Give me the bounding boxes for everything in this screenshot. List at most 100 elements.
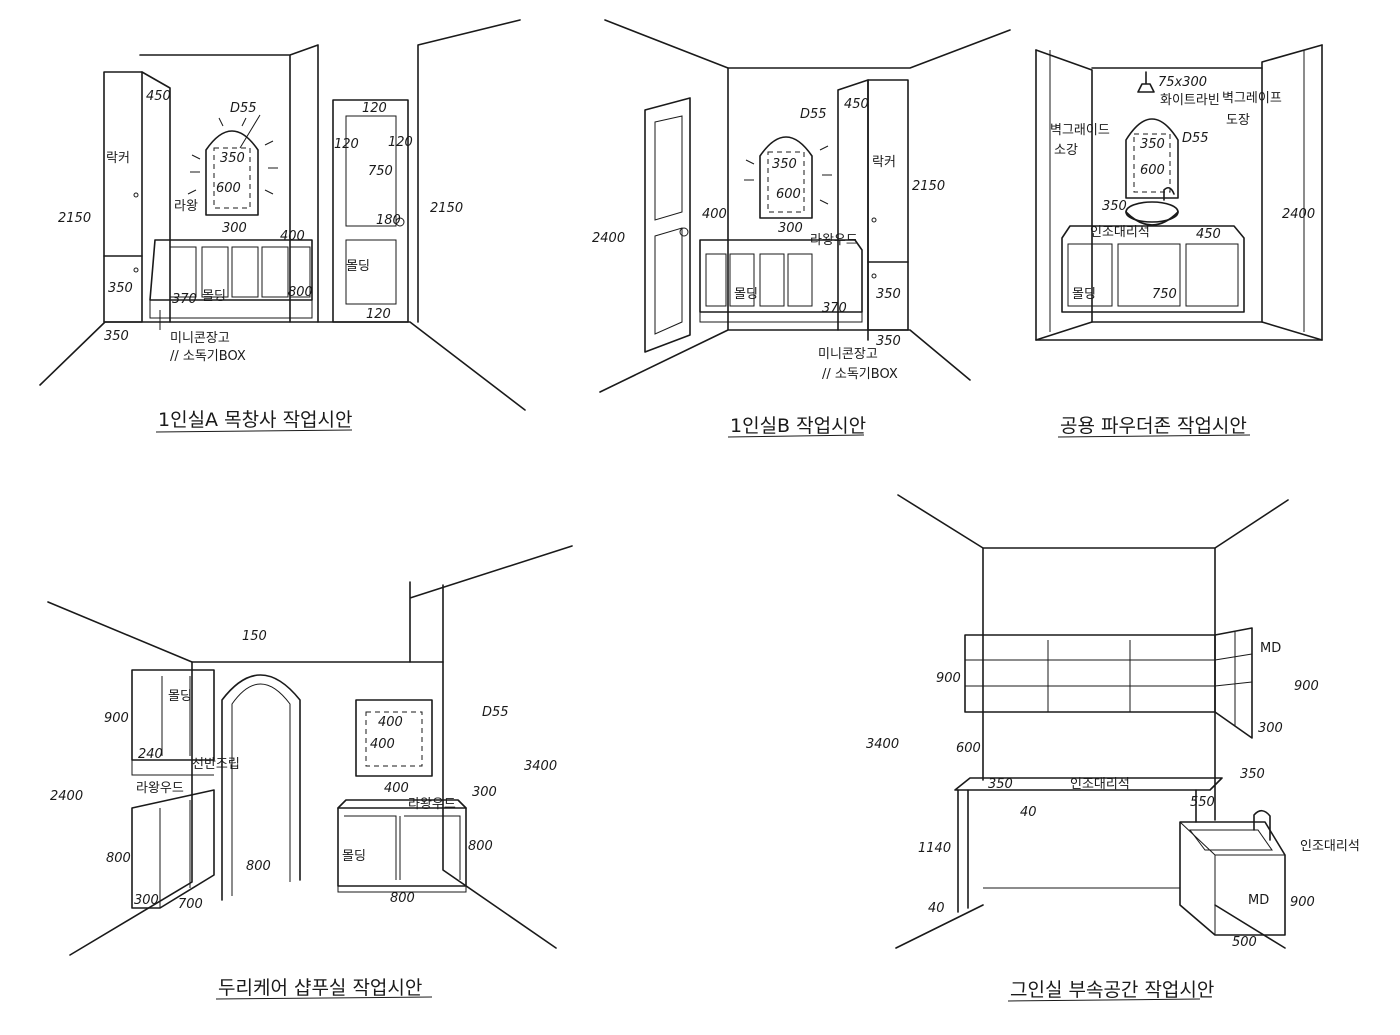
dim-label: 500 (1232, 935, 1257, 950)
dim-label: 3400 (866, 737, 899, 752)
note-label: 라왕 (174, 199, 198, 214)
note-label: 몰딩 (202, 289, 226, 304)
dim-label: D55 (230, 101, 257, 116)
dim-label: 400 (384, 781, 409, 796)
dim-label: 2150 (430, 201, 463, 216)
dim-label: 350 (772, 157, 797, 172)
note-label: 벽그레이프 (1222, 91, 1282, 106)
note-label: 선반조립 (192, 757, 240, 772)
dim-label: 120 (388, 135, 413, 150)
sketch-d: 150 400 400 400 D55 3400 800 800 800 300… (47, 545, 573, 1000)
note-label: 몰딩 (1072, 287, 1096, 302)
dim-label: 800 (468, 839, 493, 854)
note-label: 화이트라빈 (1160, 93, 1220, 108)
dim-label: 350 (108, 281, 133, 296)
dim-label: 350 (876, 287, 901, 302)
sketch-a: D55 350 600 300 450 2150 350 370 800 400… (39, 19, 526, 433)
dim-label: 600 (776, 187, 801, 202)
note-label: 소강 (1054, 143, 1078, 158)
dim-label: 700 (178, 897, 203, 912)
caption: 1인실B 작업시안 (730, 415, 866, 437)
note-label: 몰딩 (342, 849, 366, 864)
dim-label: D55 (482, 705, 509, 720)
sketch-e: MD MD 900 900 300 3400 600 350 350 인조대리석… (866, 494, 1360, 1002)
dim-label: 800 (390, 891, 415, 906)
dim-label: 2150 (58, 211, 91, 226)
dim-label: 2400 (592, 231, 625, 246)
note-label: // 소독기BOX (822, 367, 898, 382)
dim-label: 2400 (1282, 207, 1315, 222)
note-label: 인조대리석 (1090, 225, 1150, 240)
dim-label: 450 (1196, 227, 1221, 242)
caption: 1인실A 목창사 작업시안 (158, 409, 353, 431)
dim-label: 750 (1152, 287, 1177, 302)
caption: 공용 파우더존 작업시안 (1060, 415, 1247, 437)
dim-label: 350 (104, 329, 129, 344)
dim-label: D55 (1182, 131, 1209, 146)
sketch-b: D55 350 600 300 400 450 2400 2150 350 37… (592, 19, 1011, 438)
caption: 두리케어 샵푸실 작업시안 (218, 977, 422, 999)
dim-label: 120 (366, 307, 391, 322)
note-label: 벽그래이드 (1050, 123, 1110, 138)
dim-label: 450 (146, 89, 171, 104)
sketch-c: 75x300 화이트라빈 벽그래이드 소강 벽그레이프 도장 350 600 D… (1035, 44, 1323, 438)
note-label: 락커 (106, 151, 130, 166)
dim-label: D55 (800, 107, 827, 122)
note-label: 미니콘장고 (170, 331, 230, 346)
dim-label: 120 (362, 101, 387, 116)
note-label: 도장 (1226, 113, 1250, 128)
dim-label: 600 (216, 181, 241, 196)
dim-label: 900 (1294, 679, 1319, 694)
dim-label: 400 (280, 229, 305, 244)
dim-label: 900 (936, 671, 961, 686)
note-label: 인조대리석 (1070, 777, 1130, 792)
note-label: 라왕우드 (810, 233, 858, 248)
dim-label: 2400 (50, 789, 83, 804)
dim-label: 350 (1240, 767, 1265, 782)
dim-label: 300 (1258, 721, 1283, 736)
dim-label: 800 (106, 851, 131, 866)
dim-label: 600 (1140, 163, 1165, 178)
note-label: 몰딩 (346, 259, 370, 274)
dim-label: 800 (246, 859, 271, 874)
dim-label: 450 (844, 97, 869, 112)
dim-label: 40 (1020, 805, 1037, 820)
dim-label: 300 (134, 893, 159, 908)
dim-label: 400 (370, 737, 395, 752)
dim-label: 600 (956, 741, 981, 756)
dim-label: 350 (876, 334, 901, 349)
dim-label: 180 (376, 213, 401, 228)
dim-label: 40 (928, 901, 945, 916)
dim-label: 300 (778, 221, 803, 236)
note-label: 몰딩 (734, 287, 758, 302)
dim-label: 800 (288, 285, 313, 300)
dim-label: 150 (242, 629, 267, 644)
dim-label: 400 (702, 207, 727, 222)
dim-label: 900 (1290, 895, 1315, 910)
dim-label: 240 (138, 747, 163, 762)
note-label: 몰딩 (168, 689, 192, 704)
dim-label: 350 (220, 151, 245, 166)
note-label: 미니콘장고 (818, 347, 878, 362)
dim-label: 75x300 (1158, 75, 1207, 90)
dim-label: 350 (988, 777, 1013, 792)
dim-label: 300 (472, 785, 497, 800)
dim-label: 900 (104, 711, 129, 726)
note-label: 인조대리석 (1300, 839, 1360, 854)
dim-label: 400 (378, 715, 403, 730)
dim-label: 300 (222, 221, 247, 236)
dim-label: 3400 (524, 759, 557, 774)
dim-label: 350 (1102, 199, 1127, 214)
note-label: 락커 (872, 155, 896, 170)
note-label: MD (1248, 893, 1269, 908)
note-label: 라왕우드 (136, 781, 184, 796)
dim-label: 1140 (918, 841, 951, 856)
dim-label: 370 (172, 292, 197, 307)
caption: 그인실 부속공간 작업시안 (1010, 979, 1214, 1001)
dim-label: 350 (1140, 137, 1165, 152)
note-label: // 소독기BOX (170, 349, 246, 364)
note-label: 라왕우드 (408, 797, 456, 812)
dim-label: 120 (334, 137, 359, 152)
dim-label: 370 (822, 301, 847, 316)
